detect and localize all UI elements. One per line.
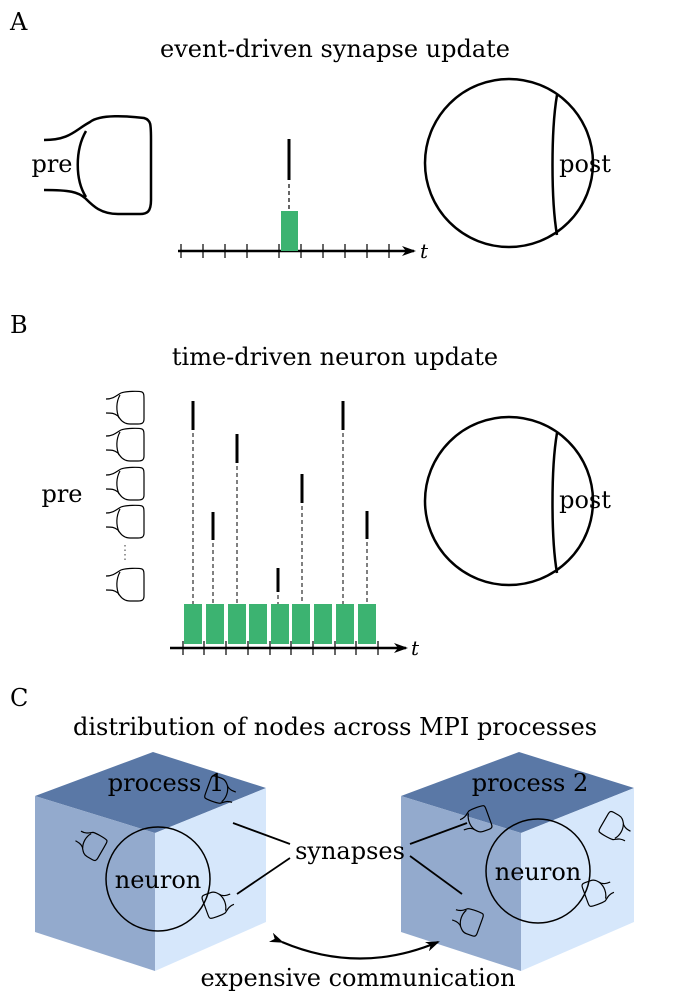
- postsynaptic-membrane-a: [551, 94, 559, 236]
- neuron-1-label: neuron: [115, 866, 202, 894]
- postsynaptic-neuron-a: [423, 77, 595, 249]
- synapses-process-2: [451, 805, 631, 937]
- spike-bin: [281, 211, 298, 251]
- synapses-process-1: [75, 775, 237, 919]
- axis-label-a: t: [420, 239, 429, 263]
- presynaptic-bouton: [43, 115, 153, 216]
- presynaptic-membrane: [76, 130, 88, 198]
- postsynaptic-membrane-b: [551, 432, 559, 574]
- axis-label-b: t: [411, 636, 420, 660]
- pre-label-b: pre: [41, 480, 82, 508]
- spike-events-b: [191, 401, 369, 604]
- panel-c-letter: C: [10, 684, 28, 712]
- panel-b: B time-driven neuron update pre: [10, 311, 611, 660]
- process-2-label: process 2: [472, 769, 588, 797]
- panel-a-title: event-driven synapse update: [160, 35, 510, 63]
- tick-marks-b: [182, 641, 379, 655]
- synapses-label: synapses: [295, 837, 405, 865]
- process-1-label: process 1: [108, 769, 224, 797]
- synapses-pointer-lines: [232, 822, 468, 895]
- neuron-1-circle: [105, 826, 211, 932]
- pre-label-a: pre: [31, 150, 72, 178]
- process-2-cube: [401, 752, 634, 971]
- panel-c-title: distribution of nodes across MPI process…: [73, 713, 597, 741]
- presynaptic-boutons-b: [105, 390, 145, 602]
- panel-a: A event-driven synapse update pre t post: [9, 8, 611, 263]
- postsynaptic-neuron-b: [423, 415, 595, 587]
- communication-label: expensive communication: [200, 964, 515, 992]
- panel-c: C distribution of nodes across MPI proce…: [10, 684, 634, 992]
- neuron-2-circle: [485, 818, 591, 924]
- update-bins: [184, 604, 376, 644]
- post-label-b: post: [559, 486, 611, 514]
- panel-b-title: time-driven neuron update: [172, 343, 498, 371]
- post-label-a: post: [559, 150, 611, 178]
- panel-a-letter: A: [9, 8, 28, 36]
- panel-b-letter: B: [10, 311, 28, 339]
- communication-arrow: [269, 932, 440, 960]
- neuron-2-label: neuron: [495, 858, 582, 886]
- tick-marks-a: [180, 244, 390, 258]
